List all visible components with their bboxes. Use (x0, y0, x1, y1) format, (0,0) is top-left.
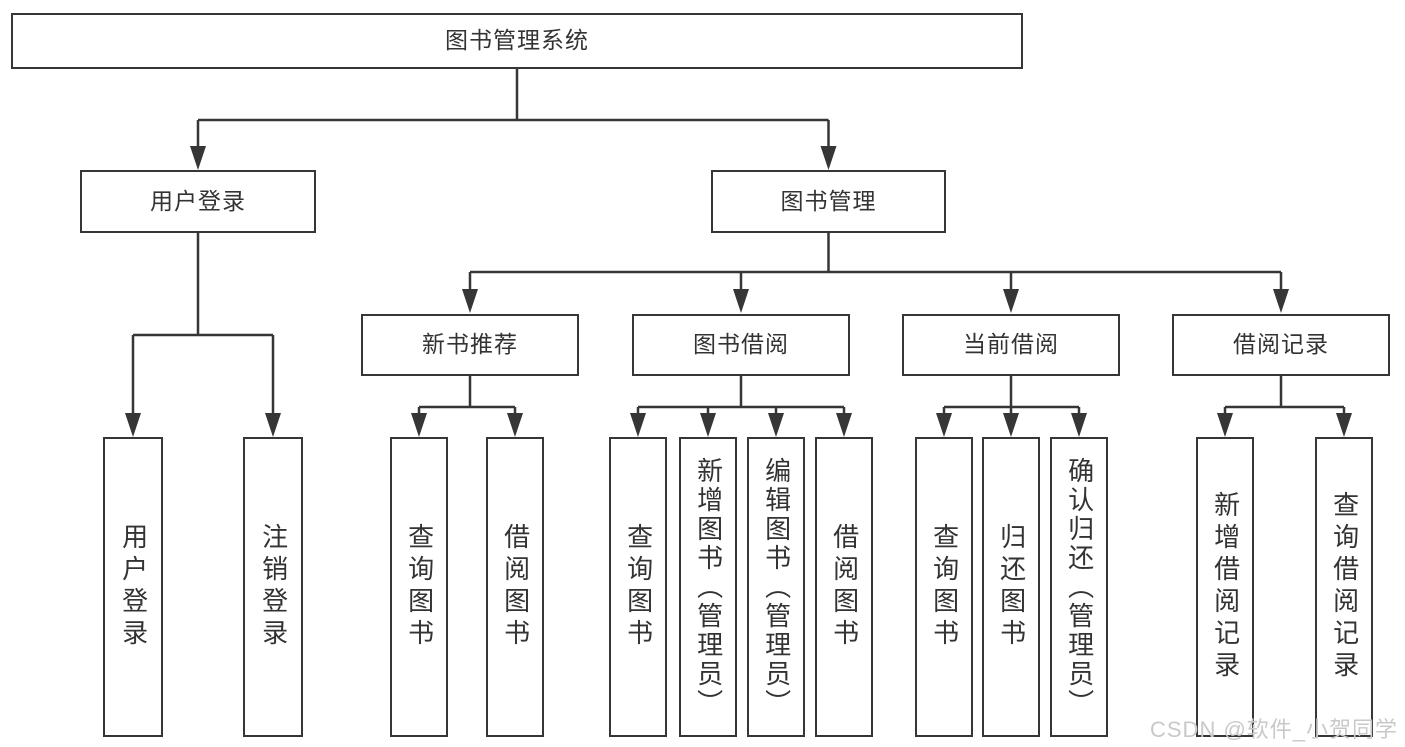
leaf-add-books-admin: 新增图书（管理员） (679, 437, 737, 737)
leaf-logout: 注销登录 (243, 437, 303, 737)
node-user-login: 用户登录 (80, 170, 316, 233)
leaf-return-books: 归还图书 (982, 437, 1040, 737)
leaf-edit-books-admin: 编辑图书（管理员） (747, 437, 805, 737)
leaf-user-login: 用户登录 (103, 437, 163, 737)
leaf-confirm-return-admin: 确认归还（管理员） (1050, 437, 1108, 737)
node-library-management-system: 图书管理系统 (11, 13, 1023, 69)
leaf-query-books: 查询图书 (609, 437, 667, 737)
leaf-borrow-books: 借阅图书 (815, 437, 873, 737)
leaf-add-borrow-record: 新增借阅记录 (1196, 437, 1254, 737)
node-new-book-recommend: 新书推荐 (361, 314, 579, 376)
leaf-query-borrow-record: 查询借阅记录 (1315, 437, 1373, 737)
node-current-borrow: 当前借阅 (902, 314, 1120, 376)
node-book-management: 图书管理 (711, 170, 946, 233)
leaf-query-books: 查询图书 (390, 437, 448, 737)
watermark: CSDN @软件_小贺同学 (1150, 717, 1399, 742)
node-borrow-records: 借阅记录 (1172, 314, 1390, 376)
leaf-borrow-books: 借阅图书 (486, 437, 544, 737)
node-book-borrow: 图书借阅 (632, 314, 850, 376)
leaf-query-books: 查询图书 (915, 437, 973, 737)
